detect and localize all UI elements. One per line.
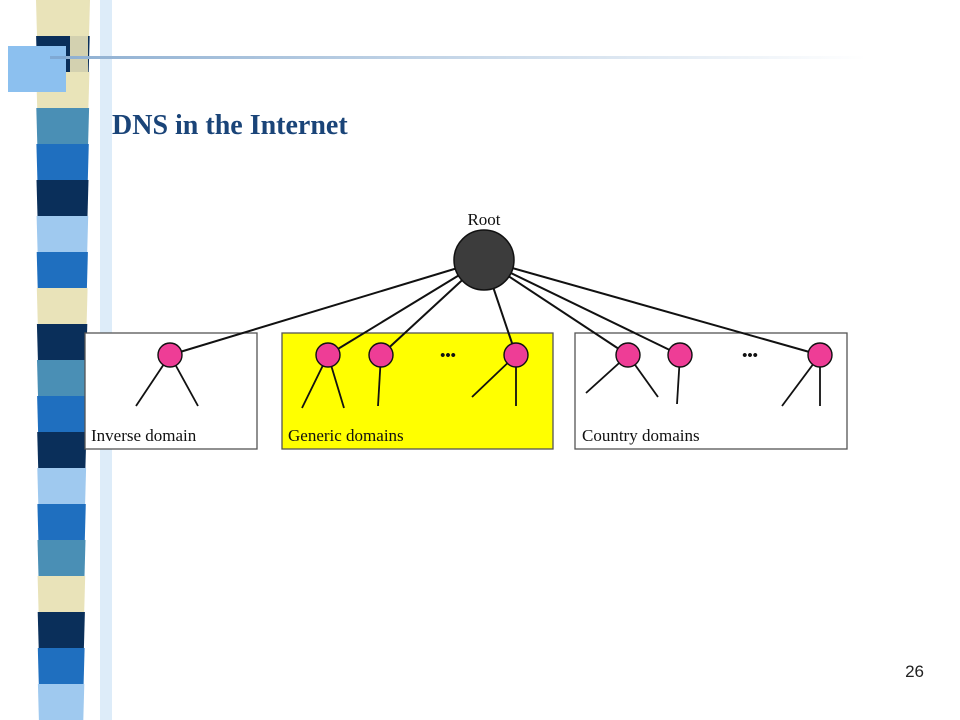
deco-stripe — [36, 288, 88, 324]
deco-stripe — [37, 504, 86, 540]
root-node — [453, 229, 515, 291]
generic-node-3 — [503, 342, 529, 368]
country-domains-label: Country domains — [582, 426, 700, 445]
deco-stripe — [36, 252, 88, 288]
deco-square — [8, 46, 66, 92]
dns-tree-diagram: Root ••• ••• Inverse domain Generic doma… — [84, 210, 848, 450]
deco-stripe — [37, 432, 87, 468]
inverse-node — [157, 342, 183, 368]
deco-stripe — [36, 108, 90, 144]
country-node-2 — [667, 342, 693, 368]
generic-ellipsis: ••• — [440, 348, 456, 364]
generic-domains-label: Generic domains — [288, 426, 404, 445]
deco-stripe — [36, 144, 89, 180]
generic-node-1 — [315, 342, 341, 368]
slide-title: DNS in the Internet — [112, 110, 348, 141]
deco-stripe — [36, 180, 89, 216]
deco-stripe — [37, 576, 86, 612]
deco-vertical-bar — [70, 0, 88, 104]
page-number: 26 — [905, 662, 924, 681]
deco-stripe — [37, 360, 87, 396]
domain-nodes — [157, 342, 833, 368]
root-label: Root — [467, 210, 500, 229]
deco-stripe — [37, 540, 86, 576]
inverse-domain-label: Inverse domain — [91, 426, 197, 445]
deco-stripe — [37, 648, 85, 684]
deco-stripe — [36, 216, 89, 252]
deco-stripe — [37, 684, 85, 720]
deco-stripe — [37, 468, 87, 504]
country-node-3 — [807, 342, 833, 368]
deco-stripe — [37, 396, 87, 432]
deco-stripe — [36, 324, 88, 360]
header-rule — [66, 56, 866, 59]
country-node-1 — [615, 342, 641, 368]
deco-line-cap — [50, 56, 72, 59]
deco-stripe — [37, 612, 85, 648]
generic-node-2 — [368, 342, 394, 368]
country-ellipsis: ••• — [742, 348, 758, 364]
